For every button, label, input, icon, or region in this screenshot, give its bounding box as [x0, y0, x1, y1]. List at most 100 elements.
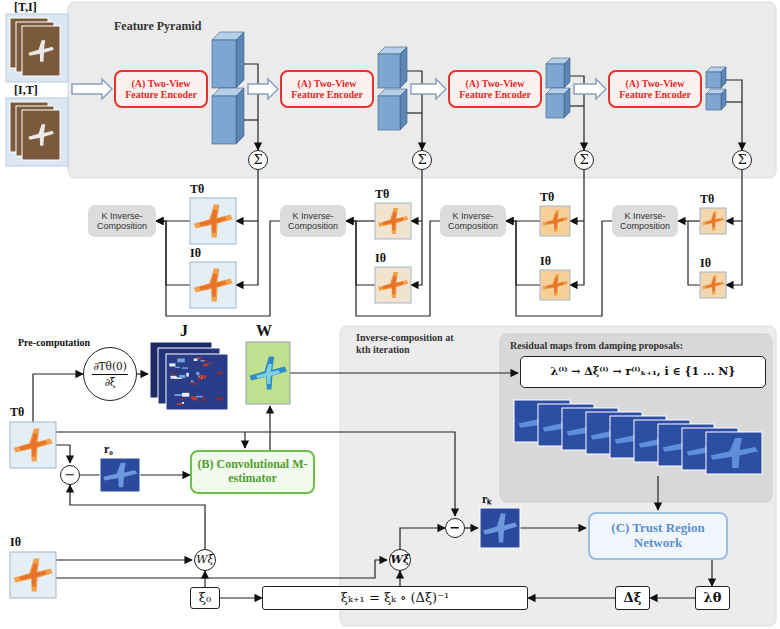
m-estimator-box: (B) Convolutional M-estimator [190, 450, 315, 494]
airplane-shape [200, 273, 227, 296]
feature-block-side [721, 89, 726, 110]
jacobian-texture [179, 375, 185, 378]
airplane-shape [28, 124, 54, 146]
jacobian-texture [196, 396, 203, 397]
input-photo [22, 110, 60, 160]
wire [411, 170, 422, 285]
jacobian-texture [194, 359, 198, 362]
airplane-shape [546, 277, 564, 292]
wire [678, 220, 700, 221]
initial-pose-box: ξ₀ [190, 587, 220, 609]
airplane-shape [702, 212, 724, 231]
feature-map [375, 203, 411, 239]
jacobian-texture [216, 397, 223, 400]
inverse-composition-box: K Inverse-Composition [440, 205, 506, 237]
feature-map [10, 552, 56, 598]
jacobian-texture [175, 394, 182, 396]
jacobian-texture [182, 402, 184, 404]
jacobian-texture [171, 376, 177, 379]
node-label: (A) Two-View Feature Encoder [119, 78, 203, 101]
jacobian-texture [192, 398, 198, 400]
node-label: ∂Tθ(0) [92, 360, 128, 374]
airplane-shape [378, 272, 409, 298]
wire [726, 101, 742, 102]
jacobian-texture [218, 372, 223, 375]
node-label: Δξ [624, 591, 642, 606]
residual-panel: Residual maps from damping proposals:λ⁽ⁱ… [500, 334, 772, 502]
wire [465, 527, 478, 528]
feature-block-side [400, 89, 407, 130]
update-box: Δξ [615, 586, 650, 610]
airplane-shape [705, 214, 720, 227]
wire [726, 220, 742, 221]
sum-node: Σ [412, 150, 432, 170]
feature-block [212, 40, 236, 88]
wire [726, 170, 742, 285]
feature-block-side [721, 67, 726, 88]
map-label: Tθ [700, 193, 714, 207]
map-label: Tθ [190, 183, 204, 197]
wire [236, 220, 258, 221]
jacobian-texture [180, 398, 185, 400]
sum-node: Σ [732, 150, 752, 170]
wire [657, 476, 658, 510]
feature-block [378, 96, 400, 130]
wire [244, 64, 258, 150]
airplane-shape [542, 274, 568, 296]
jacobian-texture [182, 367, 189, 368]
node-label: (B) Convolutional M-estimator [195, 458, 310, 486]
panel-title: Inverse-composition at kth iteration [356, 332, 468, 355]
encoder-box: (A) Two-View Feature Encoder [114, 70, 208, 108]
hollow-arrow [574, 79, 606, 99]
damping-box: λθ [695, 586, 730, 610]
input-photo [22, 26, 60, 76]
airplane-shape [542, 210, 568, 232]
feature-block-side [564, 58, 570, 88]
wire [56, 559, 192, 560]
node-label: Σ [253, 153, 262, 168]
node-label: Σ [737, 153, 746, 168]
encoder-box: (A) Two-View Feature Encoder [448, 70, 542, 108]
node-label: (A) Two-View Feature Encoder [285, 78, 369, 101]
hollow-arrow [411, 79, 446, 99]
feature-map [190, 262, 236, 308]
inverse-composition-box: K Inverse-Composition [612, 205, 678, 237]
airplane-shape [711, 438, 759, 468]
residual-map [100, 458, 140, 492]
map-label: rₖ [482, 493, 491, 507]
encoder-box: (A) Two-View Feature Encoder [608, 70, 702, 108]
sum-node: Σ [248, 150, 268, 170]
map-label: Iθ [10, 536, 21, 550]
connector [220, 597, 262, 598]
airplane-shape [14, 428, 53, 461]
map-label: Pre-computation [18, 337, 90, 349]
image-stack-backing [6, 98, 68, 166]
input-pair-label: [I,T] [14, 84, 38, 98]
jacobian-texture [186, 373, 189, 377]
feature-map [700, 208, 726, 234]
subtract-node: − [445, 518, 465, 538]
jacobian-texture [190, 382, 196, 384]
node-label: (A) Two-View Feature Encoder [453, 78, 537, 101]
airplane-shape [256, 364, 280, 384]
node-label: λθ [704, 591, 722, 606]
airplane-shape [705, 278, 720, 291]
feature-block [212, 96, 236, 144]
warp-node: Wξ [194, 549, 216, 571]
wire [516, 221, 540, 285]
wire [407, 71, 422, 150]
connector [70, 485, 205, 549]
airplane-shape [546, 213, 564, 228]
map-label: Tθ [375, 188, 389, 202]
node-label: ξₖ₊₁ = ξₖ ∘ (Δξ)⁻¹ [341, 591, 449, 606]
wire [570, 170, 584, 285]
warp-node: Wξ [389, 549, 411, 571]
airplane-shape [103, 463, 137, 487]
map-label: Iθ [375, 252, 386, 266]
hollow-arrow [248, 79, 278, 99]
airplane-shape [28, 40, 54, 62]
node-label: ξ₀ [199, 591, 211, 606]
trust-region-box: (C) Trust Region Network [588, 512, 728, 560]
connector [400, 528, 445, 549]
